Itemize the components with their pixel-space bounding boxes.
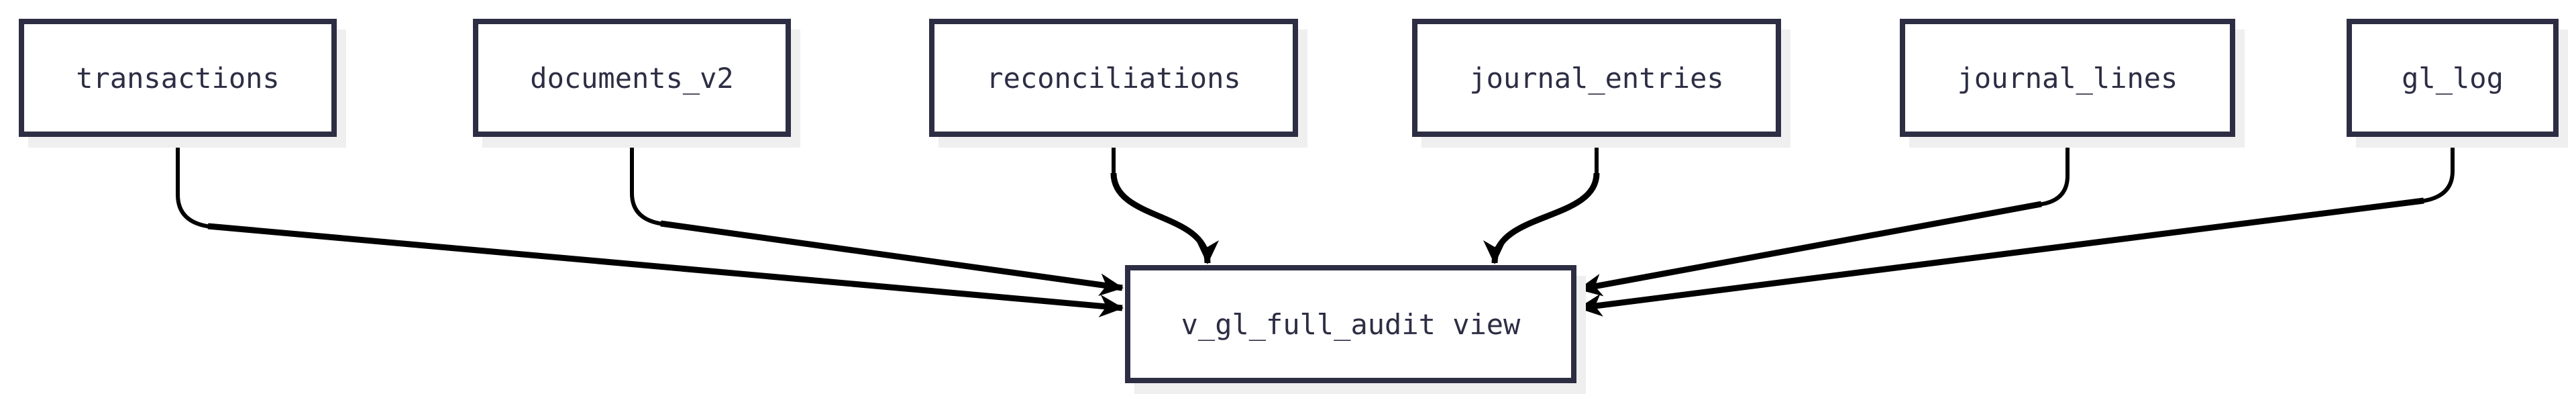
edge-gl-log-to-view-stem xyxy=(2420,137,2455,203)
node-journal-entries-label: journal_entries xyxy=(1469,61,1724,95)
edge-documents-v2-to-view-stem xyxy=(630,137,665,226)
edge-transactions-to-view-stem xyxy=(176,137,212,229)
node-reconciliations: reconciliations xyxy=(929,19,1298,137)
node-gl-log-label: gl_log xyxy=(2402,61,2504,95)
edge-journal-lines-to-view-stem xyxy=(2037,137,2070,207)
node-v-gl-full-audit-view-label: v_gl_full_audit view xyxy=(1181,307,1521,341)
node-transactions-label: transactions xyxy=(76,61,280,95)
edge-journal-entries-to-view-line xyxy=(1483,172,1600,264)
edge-gl-log-to-view-line xyxy=(1578,197,2424,317)
node-journal-lines: journal_lines xyxy=(1900,19,2235,137)
node-documents-v2-label: documents_v2 xyxy=(530,61,734,95)
node-reconciliations-label: reconciliations xyxy=(986,61,1241,95)
edge-documents-v2-to-view-line xyxy=(660,220,1124,297)
node-transactions: transactions xyxy=(19,19,337,137)
node-v-gl-full-audit-view: v_gl_full_audit view xyxy=(1125,265,1576,383)
node-journal-entries: journal_entries xyxy=(1412,19,1781,137)
node-gl-log: gl_log xyxy=(2347,19,2559,137)
edge-journal-lines-to-view-line xyxy=(1578,201,2042,297)
edge-transactions-to-view-line xyxy=(207,223,1124,317)
node-documents-v2: documents_v2 xyxy=(473,19,791,137)
node-journal-lines-label: journal_lines xyxy=(1957,61,2178,95)
edge-reconciliations-to-view-line xyxy=(1110,172,1219,264)
